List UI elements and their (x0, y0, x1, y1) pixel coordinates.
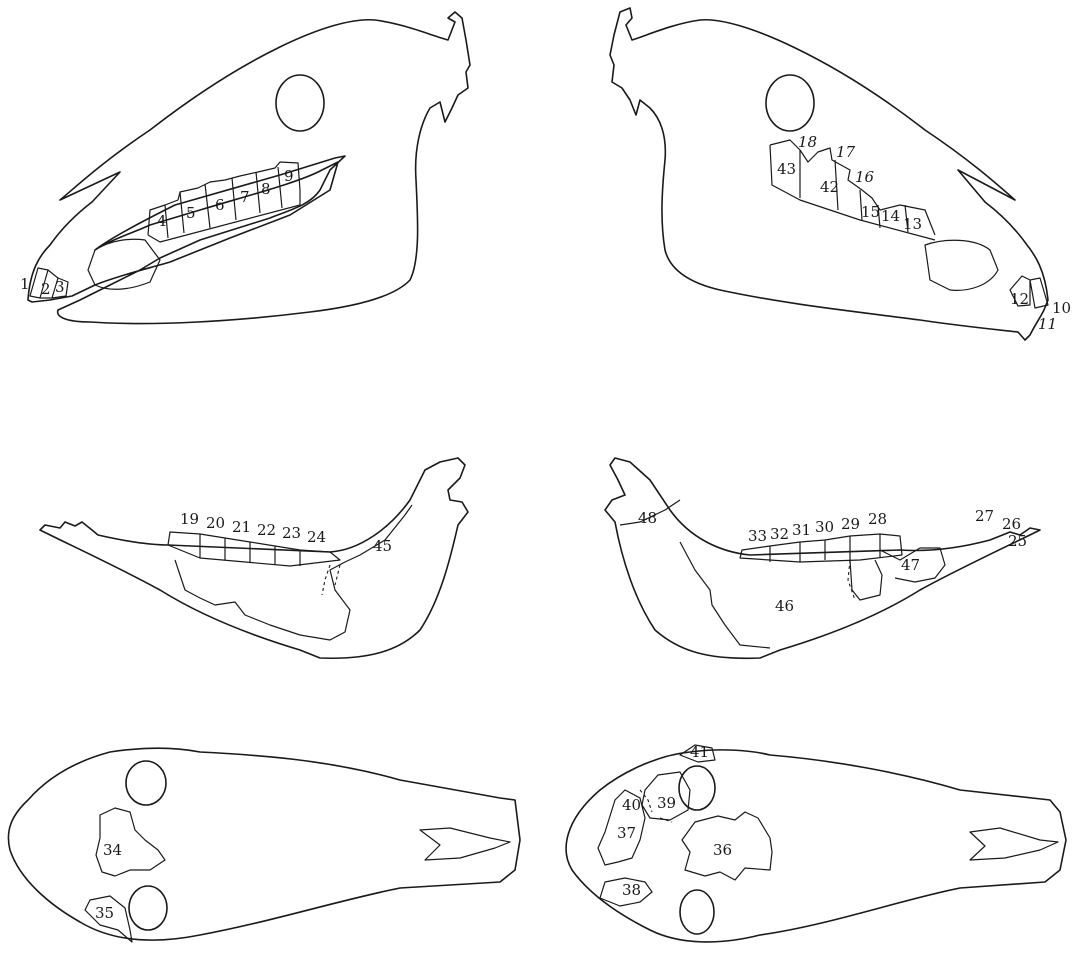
label-22: 22 (257, 521, 276, 539)
label-24: 24 (307, 528, 326, 546)
skull-ventral-snout-notch (970, 828, 1058, 860)
label-15: 15 (861, 203, 880, 221)
label-34: 34 (103, 841, 122, 859)
mandible-left-outline (40, 458, 468, 658)
label-6: 6 (215, 196, 225, 214)
label-41: 41 (690, 743, 709, 761)
label-13: 13 (903, 215, 922, 233)
label-21: 21 (232, 518, 251, 536)
skull-dorsal-outline (8, 748, 520, 940)
label-5: 5 (186, 204, 196, 222)
label-29: 29 (841, 515, 860, 533)
label-16: 16 (855, 168, 875, 186)
skull-right-lateral-view: 10 11 12 13 14 15 16 17 18 42 43 (610, 8, 1071, 340)
mandible-left-view: 19 20 21 22 23 24 45 (40, 458, 468, 658)
skull-dorsal-orbit-bottom (129, 886, 167, 930)
label-35: 35 (95, 904, 114, 922)
label-39: 39 (657, 794, 676, 812)
label-20: 20 (206, 514, 225, 532)
label-42: 42 (820, 178, 839, 196)
mandible-right-view: 25 26 27 28 29 30 31 32 33 46 47 48 (605, 458, 1040, 658)
label-48: 48 (638, 509, 657, 527)
label-4: 4 (157, 212, 167, 230)
mandible-right-fragments (620, 500, 945, 648)
label-25: 25 (1008, 532, 1027, 550)
skull-right-premaxilla (925, 240, 998, 290)
label-19: 19 (180, 510, 199, 528)
mandible-right-outline (605, 458, 1040, 658)
label-8: 8 (261, 180, 271, 198)
label-28: 28 (868, 510, 887, 528)
label-37: 37 (617, 824, 636, 842)
skull-dorsal-orbit-top (126, 761, 166, 805)
label-43: 43 (777, 160, 796, 178)
skull-left-outline (28, 12, 470, 324)
label-40: 40 (622, 796, 641, 814)
label-38: 38 (622, 881, 641, 899)
label-33: 33 (748, 527, 767, 545)
skull-ventral-orbit-bottom (680, 890, 714, 934)
label-47: 47 (901, 556, 920, 574)
label-12: 12 (1010, 290, 1029, 308)
skull-dorsal-snout-notch (420, 828, 510, 860)
label-46: 46 (775, 597, 794, 615)
label-17: 17 (836, 143, 856, 161)
label-2: 2 (41, 280, 51, 298)
skull-right-orbit (766, 75, 814, 131)
label-18: 18 (798, 133, 817, 151)
label-14: 14 (881, 207, 900, 225)
skull-right-outline (610, 8, 1048, 340)
label-23: 23 (282, 524, 301, 542)
skull-dorsal-view: 34 35 (8, 748, 520, 942)
label-31: 31 (792, 521, 811, 539)
label-26: 26 (1002, 515, 1021, 533)
label-36: 36 (713, 841, 732, 859)
label-9: 9 (284, 167, 294, 185)
label-32: 32 (770, 525, 789, 543)
skull-ventral-orbit-top (679, 766, 715, 810)
label-11: 11 (1038, 315, 1057, 333)
label-3: 3 (55, 278, 65, 296)
label-30: 30 (815, 518, 834, 536)
skull-left-orbit (276, 75, 324, 131)
skull-ventral-outline (566, 750, 1066, 942)
label-1: 1 (20, 275, 30, 293)
label-7: 7 (240, 188, 250, 206)
label-27: 27 (975, 507, 994, 525)
label-45: 45 (373, 537, 392, 555)
skull-ventral-view: 36 37 38 39 40 41 (566, 743, 1066, 942)
skull-left-lateral-view: 1 2 3 4 5 6 7 8 9 (20, 12, 470, 324)
